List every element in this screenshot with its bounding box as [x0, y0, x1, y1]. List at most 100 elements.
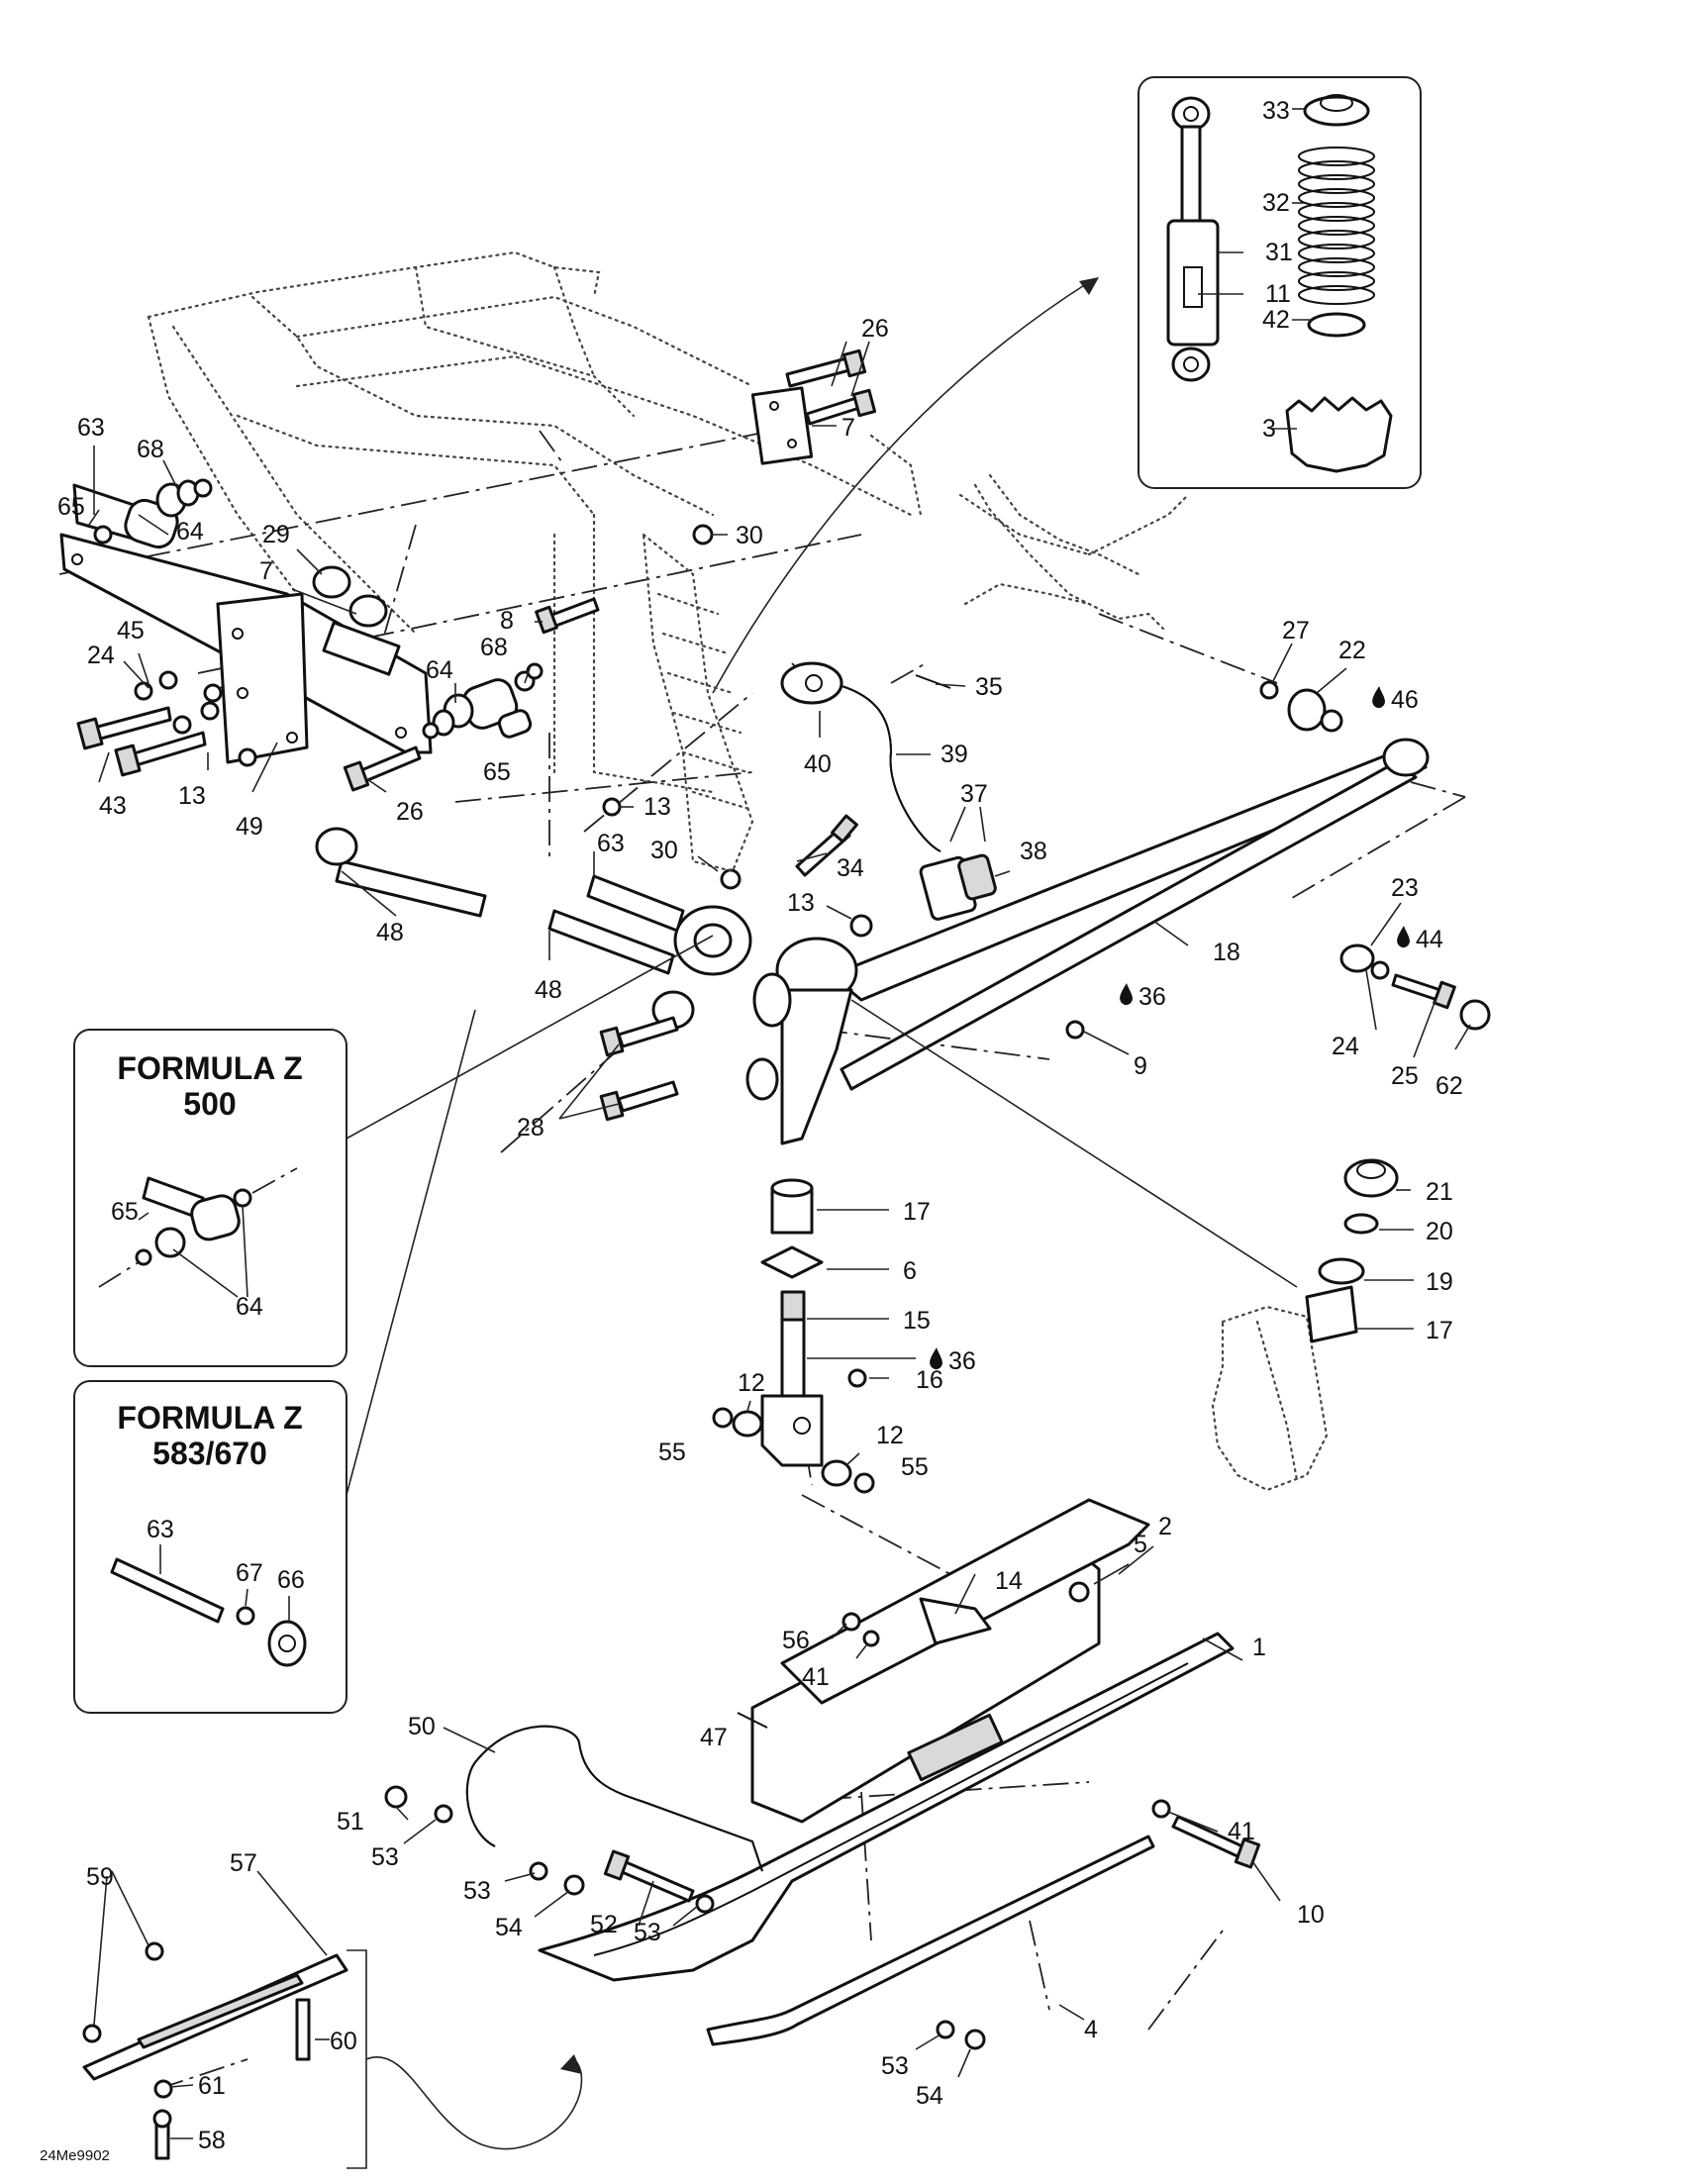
callout-7b: 7 [259, 557, 273, 585]
box-a-label-64: 64 [236, 1293, 263, 1321]
callout-33: 33 [1262, 97, 1290, 125]
bolts-lower-left [76, 670, 257, 777]
callout-36a: 36 [1138, 983, 1166, 1011]
callout-65b: 65 [483, 758, 511, 786]
callout-leaders [88, 341, 1471, 2139]
callout-39: 39 [940, 741, 968, 768]
ski-1 [538, 1632, 1235, 1982]
callout-60: 60 [330, 2028, 357, 2055]
callout-30b: 30 [650, 837, 678, 864]
box-a-leader [138, 1205, 248, 1298]
callout-6: 6 [903, 1257, 917, 1285]
callout-16: 16 [916, 1366, 943, 1394]
callout-55a: 55 [658, 1439, 686, 1466]
callout-1: 1 [1252, 1634, 1266, 1661]
ski-hardware [384, 1581, 1261, 2050]
ski-leg-2 [750, 1498, 1150, 1824]
callout-13c: 13 [787, 889, 815, 917]
callout-50: 50 [408, 1713, 436, 1740]
callout-68b: 68 [480, 634, 508, 661]
callout-36b: 36 [948, 1347, 976, 1375]
callout-53c: 53 [634, 1919, 661, 1946]
bushings-29 [312, 565, 388, 628]
callout-7a: 7 [842, 414, 855, 442]
box-b-line1: FORMULA Z [117, 1400, 302, 1436]
callout-12a: 12 [738, 1369, 765, 1397]
callout-13a: 13 [178, 782, 206, 810]
box-b-leader [159, 1544, 290, 1622]
callout-26b: 26 [396, 798, 424, 826]
spindle-housing-outline [1211, 1305, 1329, 1492]
callout-53b: 53 [463, 1877, 491, 1905]
nut-30-lower [720, 868, 742, 890]
box-a-line1: FORMULA Z [117, 1050, 302, 1086]
nut-13-b [849, 914, 873, 938]
callout-64a: 64 [176, 518, 204, 546]
bolt-34 [795, 814, 858, 877]
callout-5: 5 [1134, 1531, 1147, 1558]
nut-13-a [602, 797, 622, 817]
drop-icon [930, 1347, 942, 1370]
callout-53d: 53 [881, 2052, 909, 2080]
callout-19: 19 [1426, 1268, 1453, 1296]
grease-drop-icons [930, 686, 1410, 1370]
carbide-bar-57 [82, 1941, 348, 2160]
bracket-60 [346, 1949, 367, 2169]
callout-57: 57 [230, 1849, 257, 1877]
callout-26a: 26 [861, 315, 889, 343]
bolt-26-lower [343, 745, 422, 792]
box-b-drawing [110, 1557, 307, 1667]
link-box-a [346, 935, 714, 1140]
callout-46: 46 [1391, 686, 1419, 714]
box-a-line2: 500 [183, 1086, 236, 1122]
box-b-label-66: 66 [277, 1566, 305, 1594]
callout-64b: 64 [426, 656, 453, 684]
callout-2: 2 [1158, 1513, 1172, 1540]
ski-handle-50 [465, 1725, 763, 1872]
callout-11: 11 [1265, 280, 1291, 308]
callout-42: 42 [1262, 306, 1290, 334]
callout-9: 9 [1134, 1052, 1147, 1080]
bolts-28 [599, 1016, 679, 1122]
callout-53a: 53 [371, 1843, 399, 1871]
link-knuckle [850, 999, 1298, 1288]
inset-leaders [1198, 108, 1312, 430]
callout-41b: 41 [1228, 1818, 1255, 1845]
drop-icon [1120, 983, 1133, 1006]
stabilizer-bar-39 [780, 661, 941, 852]
callout-15: 15 [903, 1307, 931, 1335]
callout-24b: 24 [1332, 1033, 1359, 1060]
callout-17a: 17 [903, 1198, 931, 1226]
callout-68a: 68 [137, 436, 164, 463]
callout-45: 45 [117, 617, 145, 645]
steering-column-group [760, 1178, 824, 1467]
callout-17b: 17 [1426, 1317, 1453, 1344]
tie-rod-48 [315, 827, 695, 1030]
steering-rod-63 [586, 874, 752, 976]
arrow-head [1079, 277, 1099, 295]
front-bracket-assembly [59, 533, 433, 764]
callout-25: 25 [1391, 1062, 1419, 1090]
callout-54a: 54 [495, 1914, 523, 1941]
callout-13b: 13 [644, 793, 671, 821]
callout-20: 20 [1426, 1218, 1453, 1245]
callout-47: 47 [700, 1724, 728, 1751]
callout-31: 31 [1265, 239, 1293, 266]
clamp-37-38 [919, 853, 997, 921]
box-b-label-63: 63 [147, 1516, 174, 1543]
upper-plate [750, 386, 814, 465]
spring-cap-drawing [1303, 94, 1370, 127]
callout-65a: 65 [57, 493, 85, 521]
callout-23: 23 [1391, 874, 1419, 902]
callout-61: 61 [198, 2072, 226, 2100]
box-b-line2: 583/670 [152, 1436, 267, 1471]
drop-icon [1372, 686, 1385, 709]
callout-38: 38 [1020, 838, 1047, 865]
callout-48b: 48 [535, 976, 562, 1004]
callout-12b: 12 [876, 1422, 904, 1449]
bushings-27-22 [1259, 680, 1343, 733]
callout-62: 62 [1436, 1072, 1463, 1100]
callout-27: 27 [1282, 617, 1310, 645]
callout-56: 56 [782, 1627, 810, 1654]
